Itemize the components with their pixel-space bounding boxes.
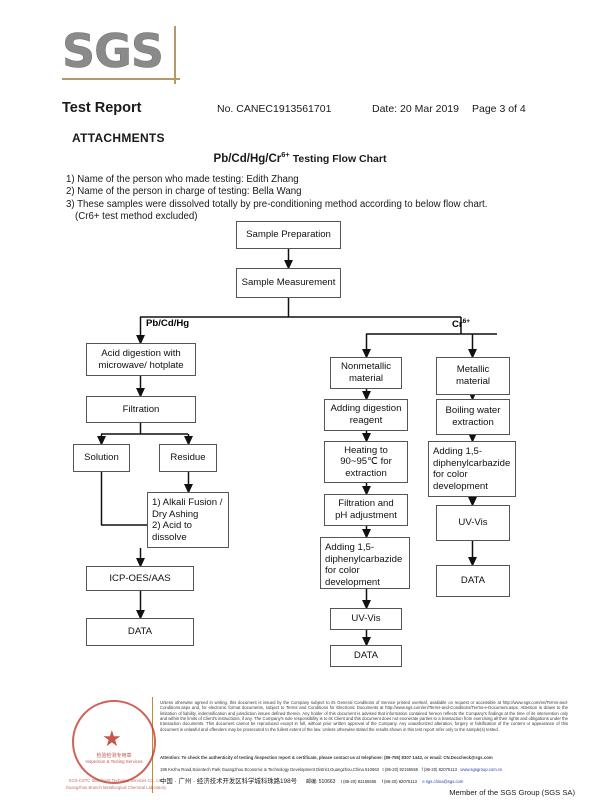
footer-email[interactable]: e sgs.china@sgs.com	[422, 779, 464, 784]
stamp-circle-icon	[72, 700, 156, 784]
page-title: Test Report	[62, 100, 142, 116]
stamp-cn-text: 检验检测专用章	[96, 753, 132, 759]
address-en-text: 198 Kezhu Road,Scientech Park Guangzhou …	[160, 767, 379, 772]
flow-node-add_dpc_mid: Adding 1,5- diphenylcarbazide for color …	[320, 537, 410, 589]
note-3: 3) These samples were dissolved totally …	[66, 198, 488, 210]
footer-attention: Attention: To check the authenticity of …	[160, 755, 493, 760]
flow-node-solution: Solution	[73, 444, 130, 472]
flow-node-label: Acid digestion with microwave/ hotplate	[98, 347, 184, 371]
flow-node-icp: ICP-OES/AAS	[86, 566, 194, 591]
flow-node-label: Adding digestion reagent	[330, 403, 402, 426]
star-icon: ★	[102, 726, 122, 751]
sgs-logo-text: SGS	[62, 24, 165, 78]
flow-node-label: UV-Vis	[458, 517, 488, 529]
note-2: 2) Name of the person in charge of testi…	[66, 186, 302, 198]
flow-node-add_dpc_right: Adding 1,5- diphenylcarbazide for color …	[428, 441, 516, 497]
flow-node-uvvis_right: UV-Vis	[436, 505, 510, 541]
company-stamp: ★ 检验检测专用章 Inspection & Testing Services …	[58, 694, 166, 794]
flow-node-label: Adding 1,5- diphenylcarbazide for color …	[433, 446, 511, 492]
footer-fax-cn: f (86-20) 82075113	[381, 779, 418, 784]
note-4: (Cr6+ test method excluded)	[75, 211, 198, 223]
flow-node-add_reagent: Adding digestion reagent	[324, 399, 408, 431]
flow-node-acid_digest: Acid digestion with microwave/ hotplate	[86, 343, 196, 376]
flow-node-label: ICP-OES/AAS	[109, 572, 171, 584]
footer-tel-en: t (86-20) 82155555	[382, 767, 419, 772]
flow-node-filt_ph: Filtration and pH adjustment	[324, 494, 408, 526]
flow-node-residue: Residue	[159, 444, 217, 472]
footer-fax-en: f (86-20) 82075113	[421, 767, 457, 772]
flow-node-label: Metallic material	[455, 364, 491, 387]
flow-node-label: 1) Alkali Fusion / Dry Ashing 2) Acid to…	[152, 497, 223, 543]
stamp-company-line2: Guangzhou Branch Metallurgical Chemical …	[65, 785, 167, 790]
flow-node-sample_meas: Sample Measurement	[236, 268, 341, 298]
flow-chart-title-superscript: 6+	[281, 150, 290, 159]
flow-node-filtration: Filtration	[86, 396, 196, 423]
flow-node-data_left: DATA	[86, 618, 194, 646]
sgs-logo: SGS	[62, 24, 192, 84]
flow-node-label: Adding 1,5- diphenylcarbazide for color …	[325, 542, 403, 588]
footer-member-note: Member of the SGS Group (SGS SA)	[449, 788, 575, 797]
flow-chart-title: Pb/Cd/Hg/Cr6+ Testing Flow Chart	[0, 150, 600, 165]
address-cn-text: 中国 · 广州 · 经济技术开发区科学城科珠路198号	[160, 778, 298, 785]
flow-node-label: DATA	[127, 626, 153, 638]
flow-node-label: Sample Measurement	[241, 277, 336, 289]
report-header-row: Test Report No. CANEC1913561701 Date: 20…	[62, 100, 542, 118]
flow-node-label: DATA	[460, 575, 486, 587]
flow-node-label: UV-Vis	[351, 613, 381, 625]
flow-node-label: DATA	[353, 650, 379, 662]
report-number: No. CANEC1913561701	[217, 103, 332, 115]
report-date: Date: 20 Mar 2019	[372, 103, 459, 115]
attachments-heading: ATTACHMENTS	[72, 131, 165, 145]
footer-disclaimer: Unless otherwise agreed in writing, this…	[160, 700, 568, 732]
branch-label-cr6: Cr6+	[452, 318, 471, 331]
note-1: 1) Name of the person who made testing: …	[66, 174, 299, 185]
logo-vertical-rule	[174, 26, 176, 84]
flow-node-boiling: Boiling water extraction	[436, 399, 510, 435]
flow-node-label: Boiling water extraction	[445, 405, 501, 428]
flow-node-nonmetallic: Nonmetallic material	[330, 357, 402, 389]
flow-node-metallic: Metallic material	[436, 357, 510, 395]
footer-address-en: 198 Kezhu Road,Scientech Park Guangzhou …	[160, 767, 568, 772]
flow-node-label: Heating to 90~95℃ for extraction	[340, 444, 392, 479]
footer-tel-cn: t (86-20) 82155555	[340, 779, 377, 784]
page-number: Page 3 of 4	[472, 103, 526, 115]
flow-node-sample_prep: Sample Preparation	[236, 221, 341, 249]
flow-node-label: Nonmetallic material	[340, 361, 392, 384]
flow-node-heating: Heating to 90~95℃ for extraction	[324, 441, 408, 483]
flow-node-data_mid: DATA	[330, 645, 402, 667]
logo-underline	[62, 78, 180, 80]
footer-website[interactable]: www.sgsgroup.com.cn	[460, 767, 503, 772]
flow-node-data_right: DATA	[436, 565, 510, 597]
flow-node-label: Sample Preparation	[246, 229, 331, 241]
flow-node-uvvis_mid: UV-Vis	[330, 608, 402, 630]
flow-node-label: Solution	[84, 452, 119, 464]
footer-postcode: 邮编: 510663	[305, 779, 336, 785]
flow-node-label: Filtration and pH adjustment	[335, 498, 397, 521]
stamp-company-line1: SGS-CSTC Standards Technical Services Co…	[68, 778, 164, 783]
flow-node-alkali: 1) Alkali Fusion / Dry Ashing 2) Acid to…	[147, 492, 229, 548]
flow-chart-title-main: Pb/Cd/Hg/Cr	[213, 152, 282, 165]
branch-label-pb-cd-hg: Pb/Cd/Hg	[146, 318, 190, 329]
flow-node-label: Filtration	[122, 403, 160, 415]
flow-node-label: Residue	[170, 452, 206, 464]
stamp-en-text: Inspection & Testing Services	[85, 759, 143, 764]
footer-address-cn: 中国 · 广州 · 经济技术开发区科学城科珠路198号 邮编: 510663 t…	[160, 776, 568, 785]
flow-chart-title-tail: Testing Flow Chart	[289, 152, 387, 165]
notes-list: 1) Name of the person who made testing: …	[66, 174, 566, 224]
